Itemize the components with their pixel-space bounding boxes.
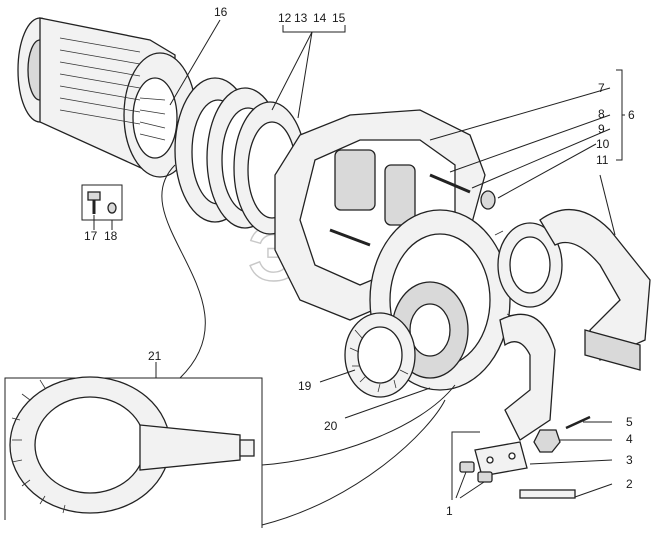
parts-1-5-hardware bbox=[459, 415, 591, 499]
callout-17: 17 bbox=[84, 229, 98, 243]
parts-8-10-bolts bbox=[329, 173, 496, 247]
part-11-bearing-cap bbox=[539, 208, 651, 371]
part-16-housing bbox=[17, 17, 197, 178]
part-20-crown-gear bbox=[369, 209, 520, 391]
callout-16: 16 bbox=[214, 5, 228, 19]
callout-9: 9 bbox=[598, 122, 605, 136]
callout-7: 7 bbox=[598, 81, 605, 95]
parts-17-18-bolt bbox=[81, 184, 123, 221]
callout-14: 14 bbox=[313, 11, 327, 25]
callout-11: 11 bbox=[596, 153, 609, 167]
lower-bearing-cap bbox=[499, 313, 556, 441]
callout-8: 8 bbox=[598, 107, 605, 121]
callout-4: 4 bbox=[626, 432, 633, 446]
callout-5: 5 bbox=[626, 415, 633, 429]
callout-19: 19 bbox=[298, 379, 312, 393]
ring-gear-right bbox=[497, 222, 563, 308]
inset-frame bbox=[4, 377, 263, 520]
callout-1: 1 bbox=[446, 504, 453, 518]
part-21-inset bbox=[4, 376, 263, 520]
leader-lines bbox=[93, 19, 625, 528]
callout-15: 15 bbox=[332, 11, 346, 25]
callout-12: 12 bbox=[278, 11, 292, 25]
callout-10: 10 bbox=[596, 137, 610, 151]
callout-3: 3 bbox=[626, 453, 633, 467]
callout-21: 21 bbox=[148, 349, 162, 363]
callout-20: 20 bbox=[324, 419, 338, 433]
callout-2: 2 bbox=[626, 477, 633, 491]
callout-18: 18 bbox=[104, 229, 118, 243]
callout-13: 13 bbox=[294, 11, 308, 25]
callout-6: 6 bbox=[628, 108, 635, 122]
callout-labels: 16 12 13 14 15 7 8 9 10 11 6 17 18 21 19… bbox=[84, 5, 635, 518]
part-19-bearing bbox=[344, 312, 416, 398]
